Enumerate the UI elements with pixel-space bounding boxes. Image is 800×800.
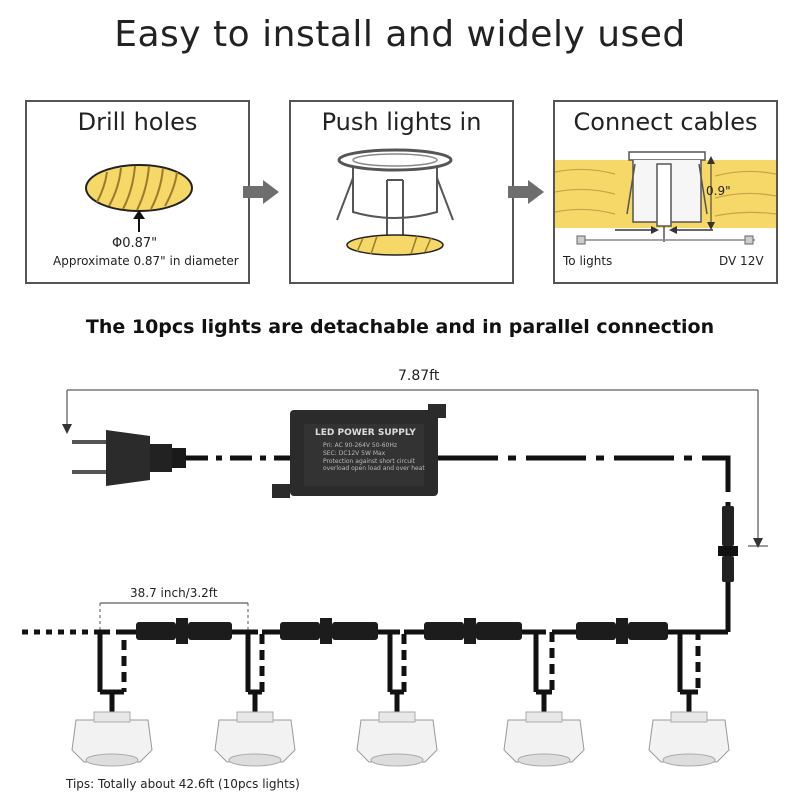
psu-line-3: Protection against short circuit <box>323 458 416 465</box>
tips-text: Tips: Totally about 42.6ft (10pcs lights… <box>66 777 300 791</box>
dv12v-label: DV 12V <box>719 254 764 268</box>
wiring-subtitle: The 10pcs lights are detachable and in p… <box>85 316 715 338</box>
step-drill-holes-panel: Drill holes Φ0.87" Approximate 0.87" in … <box>25 100 250 284</box>
connect-cables-illustration <box>554 151 777 245</box>
push-light-illustration <box>336 148 454 256</box>
spacing-label: 38.7 inch/3.2ft <box>130 586 218 600</box>
step-arrow-icon <box>243 180 279 204</box>
step-push-lights-title: Push lights in <box>321 108 482 136</box>
page-title: Easy to install and widely used <box>114 14 686 55</box>
cable-length-dimension <box>62 389 768 548</box>
wiring-diagram <box>22 389 768 767</box>
to-lights-label: To lights <box>563 254 613 268</box>
power-supply-unit <box>272 404 446 498</box>
step-push-lights-panel: Push lights in <box>289 100 514 284</box>
cable-connector-icon <box>718 506 738 582</box>
step-arrow-icon <box>508 180 544 204</box>
drill-diameter-note: Approximate 0.87" in diameter <box>53 254 239 268</box>
step-connect-cables-title: Connect cables <box>573 108 758 136</box>
psu-line-4: overload open load and over heat <box>323 465 425 472</box>
step-connect-cables-panel: Connect cables 0.9" To lights DV 12V <box>553 100 778 284</box>
psu-line-1: Pri: AC 90-264V 50-60Hz <box>323 442 398 449</box>
power-plug-icon <box>72 430 186 486</box>
step-drill-holes-title: Drill holes <box>77 108 198 136</box>
drill-diameter-label: Φ0.87" <box>112 236 158 251</box>
inline-connectors <box>136 618 668 644</box>
drill-hole-illustration <box>85 164 193 232</box>
led-light-icons <box>71 711 730 767</box>
joist-depth-label: 0.9" <box>706 184 731 198</box>
psu-line-2: SEC: DC12V 5W Max <box>323 450 386 457</box>
psu-heading: LED POWER SUPPLY <box>315 428 416 438</box>
cable-length-label: 7.87ft <box>398 368 440 384</box>
